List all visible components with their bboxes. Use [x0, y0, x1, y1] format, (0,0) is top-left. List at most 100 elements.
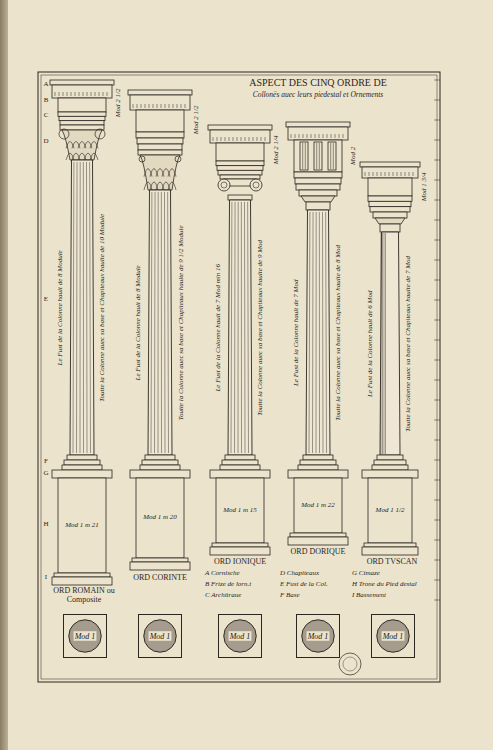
- triglyph-groove: [319, 143, 320, 169]
- scale-tick: [434, 80, 440, 81]
- dentil: [225, 137, 226, 141]
- dentil: [405, 172, 406, 176]
- scale-tick: [434, 440, 440, 441]
- dentil: [397, 172, 398, 176]
- acanthus-leaf: [72, 153, 80, 160]
- shaft-height-note: Le Fust de la Colonne hault de 7 Mod: [293, 279, 301, 386]
- volute: [59, 129, 69, 139]
- acanthus-leaf: [144, 182, 152, 190]
- scale-tick: [434, 580, 440, 581]
- dentil: [67, 92, 68, 96]
- architrave-band: [369, 201, 411, 206]
- cornice: [210, 130, 270, 143]
- torus-upper: [145, 455, 175, 460]
- entablature-dimension: Mod 2 1/2: [192, 106, 200, 135]
- dentil: [173, 104, 174, 108]
- torus-upper: [225, 455, 255, 460]
- entablature-dimension: Mod 2 1/2: [114, 88, 122, 117]
- scale-tick: [434, 320, 440, 321]
- acanthus-leaf: [144, 169, 152, 177]
- plinth: [140, 465, 180, 470]
- dentil: [257, 137, 258, 141]
- dentil: [249, 137, 250, 141]
- scale-tick: [434, 460, 440, 461]
- scale-tick: [434, 120, 440, 121]
- pedestal-die: [294, 478, 342, 533]
- order-name: ORD ROMAIN ou Composite: [53, 587, 115, 605]
- key-entry: A Cornische: [205, 570, 240, 578]
- dentil: [161, 104, 162, 108]
- dentil: [401, 172, 402, 176]
- dentil: [63, 92, 64, 96]
- abacus: [373, 212, 407, 218]
- scale-tick: [434, 400, 440, 401]
- pedestal-die: [58, 478, 106, 573]
- entablature-dimension: Mod 1 3/4: [420, 173, 428, 202]
- triglyph-groove: [305, 143, 306, 169]
- library-stamp-inner: [343, 657, 357, 671]
- dentil: [339, 134, 340, 138]
- volute: [95, 129, 105, 139]
- dentil: [307, 134, 308, 138]
- flute: [312, 212, 314, 453]
- dentil: [319, 134, 320, 138]
- dentil: [137, 104, 138, 108]
- flute: [325, 212, 327, 453]
- key-entry: I Bassement: [352, 592, 386, 600]
- necking: [306, 202, 330, 210]
- dentil: [133, 104, 134, 108]
- dentil: [303, 134, 304, 138]
- dentil: [295, 134, 296, 138]
- scale-tick: [434, 560, 440, 561]
- dentil: [87, 92, 88, 96]
- column-height-note: Toutte la Colonne auec sa base et Chapit…: [335, 245, 343, 421]
- cornice-crown: [128, 90, 192, 95]
- torus-lower: [300, 460, 336, 465]
- acanthus-leaf: [168, 182, 176, 190]
- acanthus-leaf: [90, 153, 98, 160]
- acanthus-leaf: [162, 169, 170, 177]
- volute: [175, 156, 181, 162]
- shaft-height-note: Le Fust de la Colonne hault de 8 Module: [57, 250, 65, 365]
- scale-tick: [434, 380, 440, 381]
- scale-tick: [434, 300, 440, 301]
- cornice: [52, 85, 112, 98]
- scale-tick: [434, 180, 440, 181]
- acanthus-leaf: [150, 182, 158, 190]
- part-letter: D: [43, 138, 48, 146]
- torus-lower: [222, 460, 258, 465]
- flute: [241, 202, 242, 453]
- pedestal-cimaise: [130, 470, 190, 478]
- dentil: [177, 104, 178, 108]
- dentil: [75, 92, 76, 96]
- architrave-band: [138, 144, 182, 150]
- column-height-note: Toutte la Colonne auec sa base et Chapit…: [99, 214, 107, 402]
- pedestal-dimension: Mod 1 m 22: [301, 502, 335, 510]
- scale-ticks: [434, 80, 440, 600]
- torus-lower: [142, 460, 178, 465]
- acanthus-leaf: [168, 169, 176, 177]
- dentil: [79, 92, 80, 96]
- scale-tick: [434, 220, 440, 221]
- key-entry: C Architraue: [205, 592, 241, 600]
- column-shaft: [228, 200, 252, 455]
- triglyph-groove: [333, 143, 334, 169]
- shaft-shading: [384, 233, 385, 454]
- module-label-ground: [74, 631, 97, 641]
- scale-tick: [434, 600, 440, 601]
- dentil: [253, 137, 254, 141]
- order-name: ORD CORINTE: [133, 574, 187, 583]
- architrave-band: [60, 121, 104, 125]
- volute: [139, 156, 145, 162]
- architrave-band: [217, 166, 263, 171]
- dentil: [157, 104, 158, 108]
- dentil: [83, 92, 84, 96]
- dentil: [55, 92, 56, 96]
- dentil: [181, 104, 182, 108]
- column-height-note: Toutte la Colonne auec sa base et Chapit…: [177, 225, 185, 420]
- dentil: [373, 172, 374, 176]
- pedestal-base-moulding: [290, 533, 346, 537]
- scale-tick: [434, 540, 440, 541]
- acanthus-leaf: [72, 141, 80, 148]
- scale-tick: [434, 100, 440, 101]
